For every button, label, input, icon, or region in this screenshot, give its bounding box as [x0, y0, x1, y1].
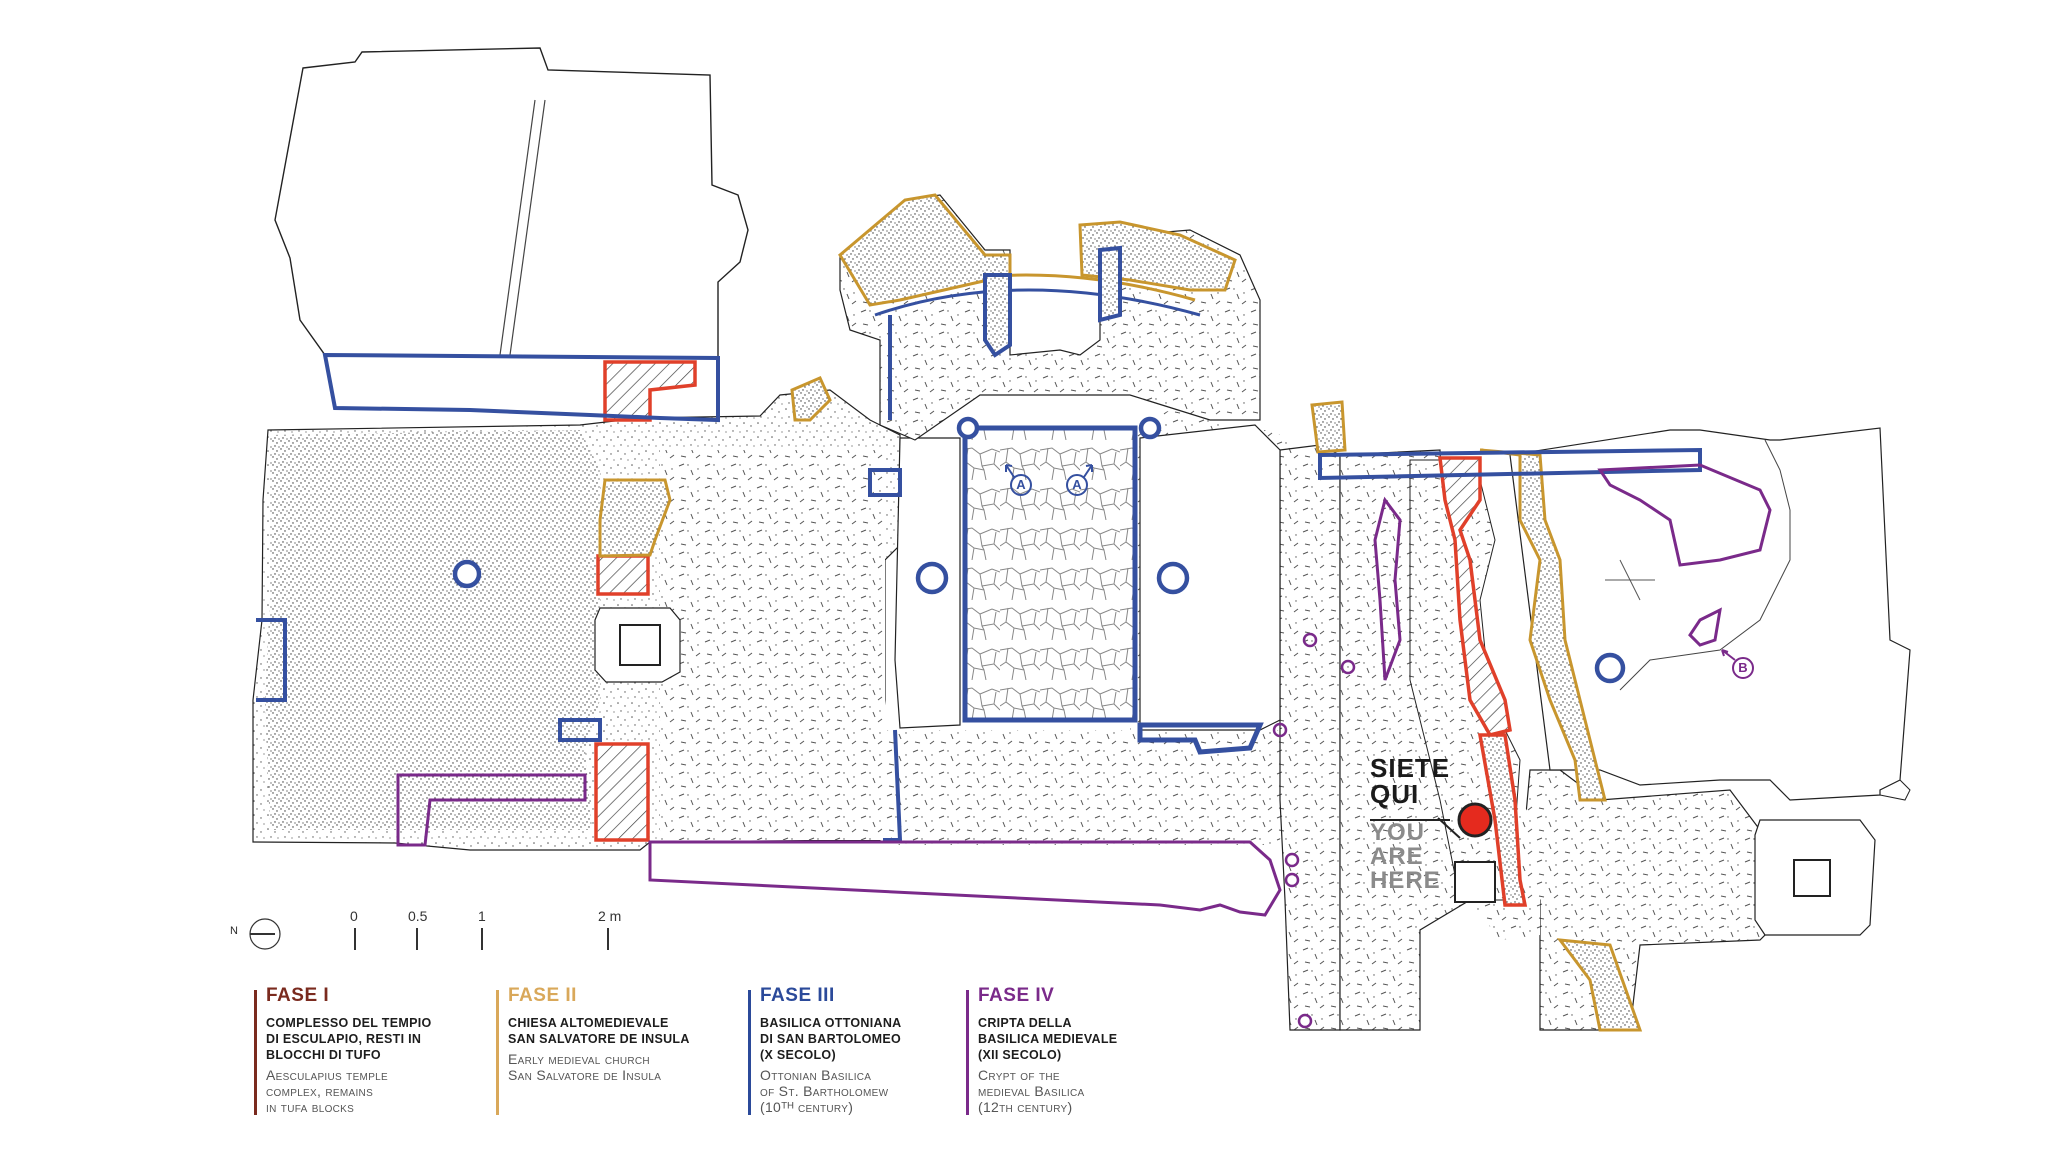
view-a-right-label: A: [1072, 477, 1082, 492]
phase1-blocks: [594, 360, 1528, 907]
legend-it-line: SAN SALVATORE DE INSULA: [508, 1032, 690, 1046]
legend-phase-3: FASE III BASILICA OTTONIANA DI SAN BARTO…: [750, 985, 902, 1115]
legend-it-line: CRIPTA DELLA: [978, 1016, 1072, 1030]
view-b-label: B: [1738, 660, 1748, 675]
legend-en-line: Aesculapius temple: [266, 1067, 388, 1083]
pillars: [594, 607, 1496, 903]
legend-en-line: San Salvatore de Insula: [508, 1067, 662, 1083]
scale-tick-1: 1: [478, 908, 486, 924]
legend-it-line: BASILICA MEDIEVALE: [978, 1032, 1118, 1046]
legend-en-line: Crypt of the: [978, 1067, 1060, 1083]
legend-it-line: (X SECOLO): [760, 1048, 836, 1062]
legend-bars: [254, 990, 969, 1115]
legend-en-line: medieval Basilica: [978, 1083, 1085, 1099]
scale-tick-05: 0.5: [408, 908, 428, 924]
apse: [838, 193, 1261, 441]
legend-it-line: BASILICA OTTONIANA: [760, 1016, 902, 1030]
legend-en-line: Ottonian Basilica: [760, 1067, 872, 1083]
legend-it-line: DI SAN BARTOLOMEO: [760, 1032, 901, 1046]
legend-en-line: complex, remains: [266, 1083, 374, 1099]
legend-it-line: DI ESCULAPIO, RESTI IN: [266, 1032, 422, 1046]
scale-bar: [249, 918, 609, 950]
legend-it-line: (XII SECOLO): [978, 1048, 1062, 1062]
here-line1: YOU: [1370, 819, 1426, 846]
legend-title: FASE II: [508, 985, 577, 1006]
you-are-here-marker: [1370, 802, 1493, 839]
legend-phase-1: FASE I COMPLESSO DEL TEMPIO DI ESCULAPIO…: [256, 985, 432, 1115]
cobbled-nave: [962, 425, 1138, 723]
legend-it-line: COMPLESSO DEL TEMPIO: [266, 1016, 432, 1030]
phase2-outlines: [598, 376, 1643, 1032]
legend-phase-2: FASE II CHIESA ALTOMEDIEVALE SAN SALVATO…: [498, 985, 690, 1083]
legend-title: FASE III: [760, 985, 835, 1006]
legend-en-line: (10ᵀᴴ century): [760, 1099, 854, 1115]
legend-en-line: Early medieval church: [508, 1051, 650, 1067]
scale-tick-2m: 2 m: [598, 908, 622, 924]
view-a-left-label: A: [1016, 477, 1026, 492]
upper-building: [274, 47, 749, 359]
phase4-outlines: [396, 463, 1772, 917]
phase3-columns: [452, 416, 1626, 684]
legend-it-line: BLOCCHI DI TUFO: [266, 1048, 381, 1062]
view-b-icon: [1732, 657, 1754, 679]
legend-phase-4: FASE IV CRIPTA DELLA BASILICA MEDIEVALE …: [968, 985, 1117, 1115]
legend-title: FASE IV: [978, 985, 1055, 1006]
you-are-here-label: SIETE QUI YOU ARE HERE: [1370, 755, 1450, 893]
legend-en-line: in tufa blocks: [266, 1099, 355, 1115]
view-arrows: [1005, 464, 1754, 679]
legend-en-line: of St. Bartholomew: [760, 1083, 889, 1099]
here-line2: ARE: [1370, 843, 1424, 870]
north-label: N: [230, 925, 238, 937]
legend-it-line: CHIESA ALTOMEDIEVALE: [508, 1016, 669, 1030]
view-a-right-icon: [1066, 474, 1088, 496]
siete-line2: QUI: [1370, 779, 1420, 809]
legend-en-line: (12th century): [978, 1099, 1073, 1115]
legend-title: FASE I: [266, 985, 330, 1006]
phase4-rings: [1272, 632, 1356, 1029]
scale-tick-0: 0: [350, 908, 358, 924]
siete-line1: SIETE: [1370, 753, 1451, 783]
far-right-square-area: [1754, 779, 1911, 936]
here-line3: HERE: [1370, 867, 1441, 894]
view-a-left-icon: [1010, 474, 1032, 496]
phase3-outlines: [256, 352, 1702, 842]
